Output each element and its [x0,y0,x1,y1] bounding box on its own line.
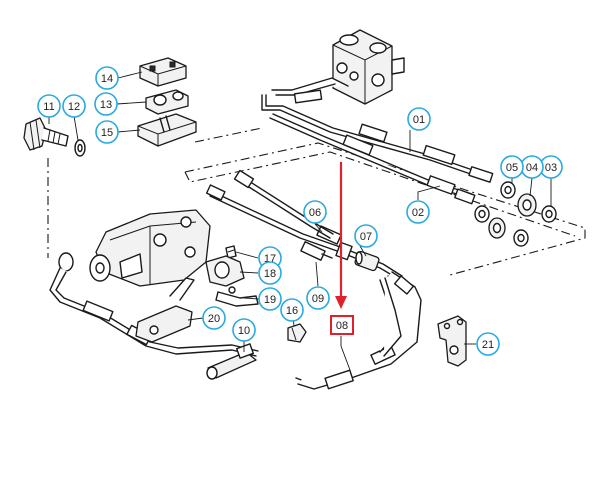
brake-pump [89,209,211,287]
callout-label: 07 [360,231,372,243]
washer-03 [513,205,557,247]
callout-07[interactable]: 07 [354,224,378,248]
assembly-outline-upper [184,142,586,276]
callout-label: 11 [43,101,54,113]
callout-08[interactable]: 08 [330,315,354,335]
coupler-07 [335,241,380,272]
callout-04[interactable]: 04 [520,155,544,179]
screw-17 [225,245,237,259]
callout-label: 12 [68,101,80,113]
highlight-arrow [335,162,347,309]
callout-label: 03 [545,162,557,174]
washer-05 [474,181,516,223]
clip-18 [205,255,245,287]
callout-21[interactable]: 21 [476,332,500,356]
callout-09[interactable]: 09 [306,286,330,310]
callout-label: 18 [264,268,276,280]
callout-label: 09 [312,293,324,305]
callout-label: 20 [208,313,220,325]
callout-02[interactable]: 02 [406,200,430,224]
brake-line-08 [295,271,422,390]
banjo-bolt-11 [23,117,69,151]
callout-label: 15 [101,127,113,139]
clamp-base-15 [137,113,197,147]
grommet-04 [488,193,537,239]
leader-lines [48,71,552,371]
callout-label: 16 [286,305,298,317]
callout-label: 05 [506,162,518,174]
callout-label: 19 [264,294,276,306]
callout-label: 10 [238,325,250,337]
callout-11[interactable]: 11 [37,94,61,118]
bracket-21 [437,315,467,367]
callout-label: 13 [100,99,112,111]
callout-14[interactable]: 14 [95,66,119,90]
callout-18[interactable]: 18 [258,261,282,285]
callout-19[interactable]: 19 [258,287,282,311]
callout-label: 01 [413,114,425,126]
callout-15[interactable]: 15 [95,120,119,144]
brake-line-01 [261,77,494,183]
callout-20[interactable]: 20 [202,306,226,330]
assembly-outline-upper-left [194,127,263,143]
callout-10[interactable]: 10 [232,318,256,342]
clip-16 [287,323,307,343]
callout-label: 08 [336,320,348,332]
callout-06[interactable]: 06 [303,200,327,224]
brake-line-02 [269,113,476,205]
callout-13[interactable]: 13 [94,92,118,116]
callout-01[interactable]: 01 [407,107,431,131]
callout-12[interactable]: 12 [62,94,86,118]
brake-hose-10 [49,252,259,380]
bracket-19 [215,286,259,307]
callout-label: 21 [482,339,494,351]
fitting-09 [300,241,333,261]
clamp-top-14 [139,57,187,87]
clamp-mid-13 [145,89,189,115]
assembly-outline-lower [184,151,576,237]
callout-label: 06 [309,207,321,219]
callout-label: 14 [101,73,113,85]
callout-16[interactable]: 16 [280,298,304,322]
bracket-20 [135,277,195,343]
callout-label: 02 [412,207,424,219]
valve-block [332,29,405,105]
washer-12 [74,139,86,157]
callout-05[interactable]: 05 [500,155,524,179]
callout-label: 04 [526,162,538,174]
